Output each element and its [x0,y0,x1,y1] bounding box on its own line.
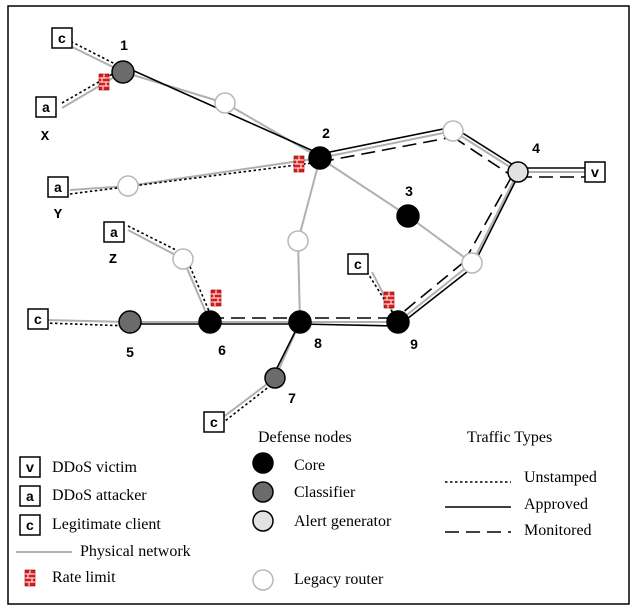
legacy-router [172,248,194,270]
node-7-classifier [264,367,286,389]
legend-core-text: Core [294,457,325,474]
legacy-router [117,175,139,197]
node-label: 2 [322,125,330,141]
attacker-box-label: a [54,181,63,197]
legend-client-letter: c [26,519,34,535]
client-box-label: c [210,416,218,432]
host-boxes [27,27,606,433]
rate-limit-icon [383,291,395,309]
client-box-label: c [354,258,362,274]
host-name-y: Y [54,207,63,223]
legend-client-text: Legitimate client [52,516,161,533]
legacy-router [214,92,236,114]
physical-links [44,41,585,419]
node-label: 9 [410,336,418,352]
node-6-core [198,310,222,334]
legacy-routers [117,92,483,274]
legend-physical-text: Physical network [80,543,191,560]
legend-rate-limit-text: Rate limit [52,569,116,586]
legend-rate-limit-icon [24,569,36,587]
attacker-box-label: a [110,226,119,242]
node-label: 7 [288,390,296,406]
node-5-classifier [118,310,142,334]
rate-limit-icon [98,73,110,91]
legend-classifier-icon [252,481,274,503]
legend-approved-text: Approved [524,496,588,513]
node-4-alert [507,161,529,183]
legend-attacker-text: DDoS attacker [52,487,147,504]
approved-links [122,65,585,379]
node-3-core [396,204,420,228]
legend-victim-letter: v [26,461,35,477]
defense-nodes [111,60,529,389]
legend-monitored-text: Monitored [524,522,592,539]
host-name-x: X [41,129,50,145]
legend-alert-text: Alert generator [294,513,392,530]
host-name-z: Z [109,252,117,268]
legend-defense-title: Defense nodes [258,429,352,446]
node-label: 5 [126,344,134,360]
node-8-core [288,310,312,334]
node-label: 4 [532,140,540,156]
legend-client-box [19,514,41,536]
legend-traffic-title: Traffic Types [467,429,552,446]
client-box-label: c [34,313,42,329]
attacker-box-label: a [42,101,51,117]
node-9-core [386,310,410,334]
node-1-classifier [111,60,135,84]
legend-victim-box [19,456,41,478]
legend-attacker-box [19,485,41,507]
legend-victim-text: DDoS victim [52,459,137,476]
legend-attacker-letter: a [26,490,35,506]
legend-legacy-icon [252,569,274,591]
legacy-router [287,230,309,252]
node-2-core [308,146,332,170]
node-label: 6 [218,342,226,358]
node-label: 8 [314,335,322,351]
outer-frame [7,5,630,605]
unstamped-links [44,36,397,422]
legend-alert-icon [252,510,274,532]
client-box-label: c [58,32,66,48]
victim-box-label: v [591,166,600,182]
rate-limit-icon [210,289,222,307]
node-label: 3 [405,183,413,199]
legacy-router [461,252,483,274]
legend-legacy-text: Legacy router [294,571,384,588]
monitored-links [210,136,585,319]
node-label: 1 [120,37,128,53]
legend-unstamped-text: Unstamped [524,469,597,486]
legend-classifier-text: Classifier [294,484,356,501]
legend-core-icon [252,452,274,474]
rate-limit-icon [293,155,305,173]
legacy-router [442,120,464,142]
